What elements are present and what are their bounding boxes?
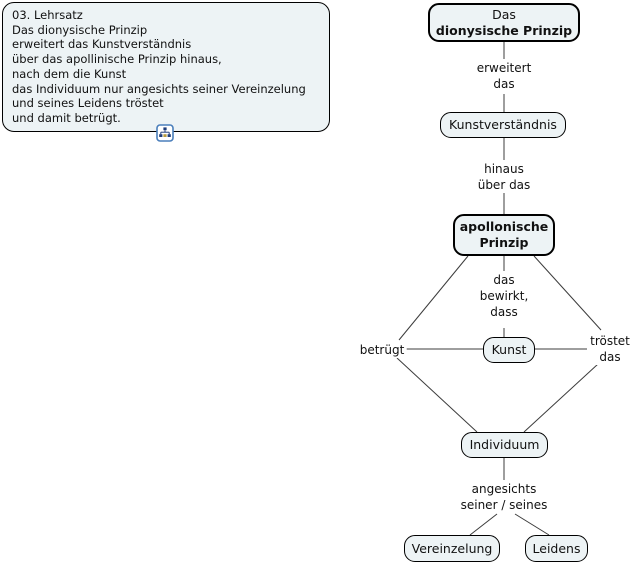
node-label: Kunst	[491, 342, 527, 357]
node-label: Das	[492, 6, 516, 22]
concept-map-icon[interactable]	[156, 124, 174, 142]
node-label: Vereinzelung	[411, 540, 493, 556]
link-line[interactable]	[396, 357, 478, 433]
node-label: Kunstverständnis	[449, 117, 557, 132]
link-line[interactable]	[533, 255, 602, 331]
link-label-hinaus-ueber-das[interactable]: hinaus über das	[475, 161, 533, 193]
annotation-line: das Individuum nur angesichts seiner Ver…	[12, 81, 306, 96]
annotation-line: Das dionysische Prinzip	[12, 22, 148, 37]
link-label-das-bewirkt-dass[interactable]: das bewirkt, dass	[477, 272, 531, 320]
node-kunstverstaendnis[interactable]: Kunstverständnis	[440, 112, 566, 138]
lehrsatz-annotation[interactable]: 03. Lehrsatz Das dionysische Prinzip erw…	[2, 2, 330, 132]
link-label-betruegt[interactable]: betrügt	[357, 342, 407, 358]
node-label: dionysische Prinzip	[435, 22, 573, 38]
link-line[interactable]	[523, 363, 599, 433]
node-individuum[interactable]: Individuum	[461, 432, 548, 458]
link-label-angesichts-seiner[interactable]: angesichts seiner / seines	[458, 481, 550, 513]
link-label-erweitert-das[interactable]: erweitert das	[474, 60, 534, 92]
link-line[interactable]	[469, 513, 498, 536]
link-line[interactable]	[398, 255, 469, 341]
node-leidens[interactable]: Leidens	[525, 535, 588, 562]
node-label: Leidens	[532, 540, 581, 556]
node-dionysische-prinzip[interactable]: Das dionysische Prinzip	[428, 3, 580, 42]
link-line[interactable]	[514, 513, 550, 536]
annotation-line: nach dem die Kunst	[12, 66, 127, 81]
annotation-line: über das apollinische Prinzip hinaus,	[12, 52, 222, 67]
node-apollonische-prinzip[interactable]: apollonische Prinzip	[453, 214, 555, 256]
node-kunst[interactable]: Kunst	[483, 337, 535, 363]
node-label: Prinzip	[479, 235, 529, 250]
node-label: Individuum	[469, 437, 540, 452]
annotation-line: und seines Leidens tröstet	[12, 96, 164, 111]
annotation-line: und damit betrügt.	[12, 110, 121, 125]
node-vereinzelung[interactable]: Vereinzelung	[404, 535, 500, 562]
node-label: apollonische	[459, 219, 549, 234]
annotation-line: erweitert das Kunstverständnis	[12, 37, 192, 52]
link-label-troestet-das[interactable]: tröstet das	[588, 333, 632, 365]
annotation-line: 03. Lehrsatz	[12, 8, 83, 22]
